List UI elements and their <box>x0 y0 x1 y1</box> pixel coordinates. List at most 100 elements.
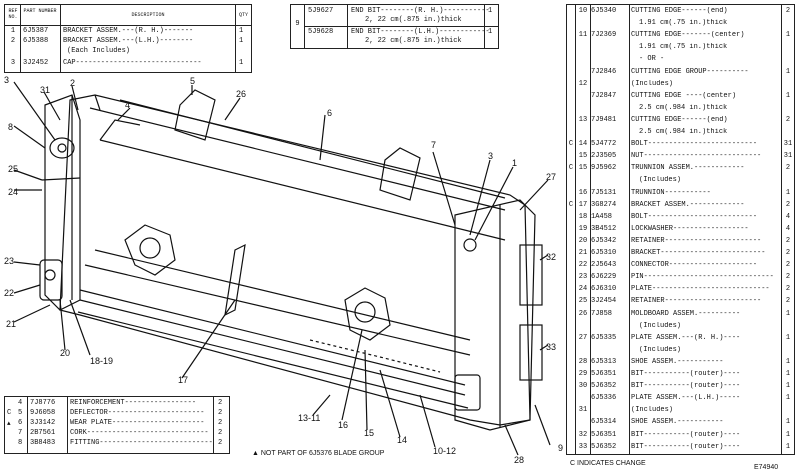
part-number: 1A458 <box>591 212 613 221</box>
left-bracket-top <box>49 137 75 159</box>
description: 1.91 cm(.75 in.)thick <box>639 43 728 52</box>
ref-no: 7 <box>18 429 23 437</box>
ref-no: 8 <box>18 439 23 447</box>
qty: 2 <box>218 399 223 407</box>
part-number: 5J9627 <box>308 7 334 15</box>
ref-no: 13 <box>578 115 588 124</box>
description: BRACKET ASSEM.---(R. H.)------- <box>63 27 194 35</box>
ref-no: 15 <box>578 164 588 173</box>
qty: 2 <box>218 439 223 447</box>
callout-9: 9 <box>558 443 564 453</box>
part-number: 3J3142 <box>30 419 56 427</box>
part-number: 2J3505 <box>591 152 617 161</box>
callout-8: 8 <box>8 122 14 132</box>
ref-no: 12 <box>578 79 588 88</box>
divider <box>235 5 236 72</box>
qty: 1 <box>785 382 791 391</box>
trunnion-right <box>344 287 391 341</box>
callout-16: 16 <box>338 420 349 430</box>
bolt-row <box>309 339 381 358</box>
part-number: 5J6352 <box>591 382 617 391</box>
figure-number: E74940 <box>754 464 779 471</box>
qty: 1 <box>785 418 791 427</box>
description: END BIT--------(R. H.)----------- <box>351 7 490 15</box>
trunnion-left-boss <box>139 237 161 259</box>
callout-10-12: 10-12 <box>433 446 457 456</box>
ref-no: 1 <box>10 27 16 35</box>
top-mid-parts-table: 9 5J9627 END BIT--------(R. H.)---------… <box>290 4 499 49</box>
description: BRACKET ASSEM.---(L.H.)-------- <box>63 37 194 45</box>
part-number: 6J5310 <box>591 249 617 257</box>
ref-no: 25 <box>578 297 588 306</box>
part-number: 9J6058 <box>30 409 56 417</box>
qty: 2 <box>218 419 223 427</box>
description: REINFORCEMENT----------------- <box>70 399 197 407</box>
ref-no: 27 <box>578 333 588 342</box>
part-number: 2J5643 <box>591 261 617 270</box>
table-row: 2.5 cm(.984 in.)thick <box>567 104 794 113</box>
part-number: 3G8274 <box>591 200 617 209</box>
ref-no: 19 <box>578 224 588 233</box>
table-row: 12(Includes) <box>567 80 794 89</box>
ref-no: 9 <box>295 20 300 28</box>
header-ref: REF NO. <box>8 8 18 20</box>
table-row: ▲ 6 3J3142 WEAR PLATE-------------------… <box>5 419 229 428</box>
description: DEFLECTOR----------------------- <box>70 409 205 417</box>
description: BRACKET------------------------- <box>631 249 766 257</box>
description: CUTTING EDGE GROUP---------- <box>631 67 749 76</box>
description: NUT---------------------------- <box>631 152 762 161</box>
qty: 4 <box>785 224 791 233</box>
moldboard-outline <box>59 94 531 426</box>
qty: 1 <box>785 188 791 197</box>
description: CAP------------------------------ <box>63 59 202 67</box>
divider <box>781 5 782 454</box>
part-number: 5J6351 <box>591 430 617 439</box>
callout-1: 1 <box>512 158 518 168</box>
qty: 1 <box>785 430 791 439</box>
callout-31: 31 <box>40 85 51 95</box>
description: CUTTING EDGE------(end) <box>631 7 728 15</box>
change-footnote: C INDICATES CHANGE <box>570 460 646 467</box>
callout-25: 25 <box>8 164 19 174</box>
description: PIN------------------------------- <box>631 273 774 282</box>
part-number: 5J6352 <box>591 442 617 451</box>
header-description: DESCRIPTION <box>131 12 165 18</box>
ref-no: 14 <box>578 140 588 149</box>
divider <box>60 5 61 72</box>
ref-no: 21 <box>578 249 588 257</box>
reinforcement <box>99 119 141 141</box>
part-number: 7J858 <box>591 309 613 318</box>
part-number: 6J6229 <box>591 273 617 282</box>
divider <box>67 397 68 453</box>
ref-no: 18 <box>578 212 588 221</box>
table-row: (Includes) <box>567 322 794 331</box>
bolt-row <box>379 356 441 373</box>
description: END BIT--------(L.H.)------------ <box>351 28 490 36</box>
cutting-edge-line <box>79 289 466 386</box>
qty: 2 <box>785 297 791 306</box>
description: CONNECTOR--------------------- <box>631 261 758 270</box>
part-number: 7J2846 <box>591 67 617 76</box>
description: CUTTING EDGE-------(center) <box>631 31 745 40</box>
change-flag: C <box>568 140 574 149</box>
qty: 1 <box>785 442 791 451</box>
description: RETAINER----------------------- <box>631 297 762 306</box>
callout-14: 14 <box>397 435 408 445</box>
divider <box>20 5 21 72</box>
left-connector <box>41 177 81 181</box>
part-number: 6J5342 <box>591 236 617 245</box>
table-row: (Includes) <box>567 346 794 355</box>
qty: 4 <box>785 212 791 221</box>
callout-27: 27 <box>546 172 557 182</box>
qty: 2 <box>785 7 791 15</box>
qty: 1 <box>785 333 791 342</box>
